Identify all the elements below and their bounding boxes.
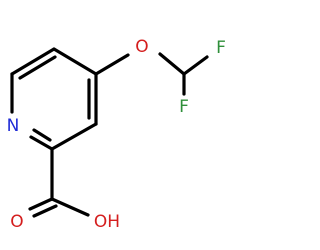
atom-nitrogen: N bbox=[7, 116, 20, 136]
atom-carbonyl-oxygen: O bbox=[10, 212, 23, 232]
atom-fluorine-bottom: F bbox=[179, 97, 189, 117]
atom-fluorine-top: F bbox=[216, 38, 226, 58]
bond-c2-n1 bbox=[29, 135, 54, 151]
bond-cf2-f-top bbox=[182, 55, 209, 76]
bond-o-cf2 bbox=[158, 52, 186, 76]
molecule-drawing: N O F F O OH bbox=[7, 37, 226, 232]
bonds bbox=[10, 47, 209, 218]
atom-hydroxyl: OH bbox=[94, 212, 120, 232]
bond-c-o-double-2 bbox=[32, 204, 58, 218]
bond-c3-c2 bbox=[50, 122, 98, 151]
atom-ether-oxygen: O bbox=[135, 37, 148, 57]
bond-c-o-double-1 bbox=[28, 197, 54, 211]
structure-canvas: N O F F O OH bbox=[6, 37, 226, 232]
bond-c6-c5-inner bbox=[18, 55, 57, 80]
bond-c6-c5 bbox=[10, 47, 56, 76]
bond-c5-c4 bbox=[52, 47, 98, 76]
bond-c2-n1-inner bbox=[32, 128, 52, 142]
bond-c-oh bbox=[50, 197, 90, 217]
bond-c4-o bbox=[94, 53, 130, 76]
